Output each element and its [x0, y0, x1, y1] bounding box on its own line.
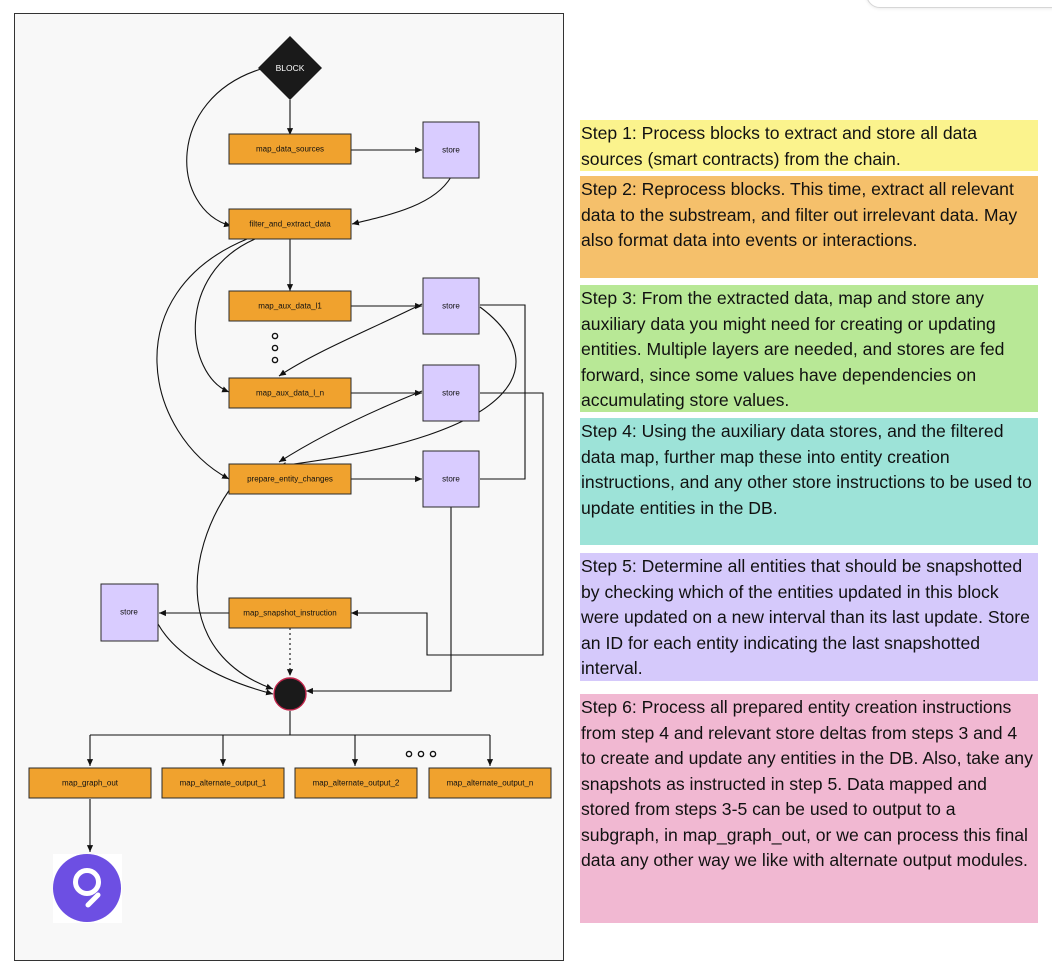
ellipsis-horizontal-icon — [405, 750, 437, 758]
edge-snapshot-store-to-join — [157, 623, 274, 696]
block-start-node: BLOCK — [258, 36, 322, 100]
node-map-graph-out: map_graph_out — [28, 767, 152, 799]
ellipsis-vertical-icon — [271, 332, 279, 364]
store-snapshot: store — [100, 583, 159, 642]
step-6-text: Step 6: Process all prepared entity crea… — [580, 694, 1038, 923]
store-label: store — [442, 389, 460, 398]
map-graph-out-label: map_graph_out — [62, 779, 119, 788]
edge-store-ln-to-snapshot — [351, 392, 544, 656]
pipeline-diagram: BLOCK map_data_sources filter_and_extrac… — [14, 13, 564, 961]
edge-filter-extract-to-prepare — [156, 238, 248, 480]
store-label: store — [442, 475, 460, 484]
map-snapshot-instruction-label: map_snapshot_instruction — [243, 609, 336, 618]
edge-filter-extract-to-aux-ln — [194, 238, 256, 393]
prepare-entity-changes-label: prepare_entity_changes — [247, 475, 333, 484]
edge-join-bus — [90, 711, 490, 736]
block-label: BLOCK — [276, 63, 305, 73]
edge-store-ln-to-prepare — [278, 390, 423, 463]
edge-store-l1-feedback — [480, 304, 526, 480]
map-data-sources-label: map_data_sources — [256, 145, 324, 154]
node-map-aux-data-l1: map_aux_data_l1 — [228, 290, 352, 322]
node-map-snapshot-instruction: map_snapshot_instruction — [228, 597, 352, 629]
map-alternate-output-1-label: map_alternate_output_1 — [180, 779, 267, 788]
node-map-aux-data-l-n: map_aux_data_l_n — [228, 377, 352, 409]
graph-logo-icon — [53, 854, 122, 923]
step-5-text: Step 5: Determine all entities that shou… — [580, 553, 1038, 681]
map-alternate-output-2-label: map_alternate_output_2 — [313, 779, 400, 788]
edge-prepare-to-join — [196, 488, 274, 690]
node-prepare-entity-changes: prepare_entity_changes — [228, 463, 352, 495]
node-filter-and-extract-data: filter_and_extract_data — [228, 208, 352, 240]
node-map-alternate-output-1: map_alternate_output_1 — [161, 767, 285, 799]
join-node — [273, 677, 307, 711]
edge-store-l1-to-prepare — [278, 306, 517, 469]
map-aux-data-l1-label: map_aux_data_l1 — [258, 302, 322, 311]
filter-and-extract-data-label: filter_and_extract_data — [249, 220, 331, 229]
edges — [86, 68, 544, 852]
store-label: store — [442, 302, 460, 311]
pipeline-diagram-canvas: BLOCK map_data_sources filter_and_extrac… — [28, 36, 552, 923]
store-label: store — [120, 608, 138, 617]
store-data-sources: store — [422, 121, 480, 179]
top-floating-panel — [866, 0, 1052, 8]
node-map-alternate-output-n: map_alternate_output_n — [428, 767, 552, 799]
step-1-text: Step 1: Process blocks to extract and st… — [580, 120, 1038, 171]
store-label: store — [442, 146, 460, 155]
edge-store-l1-to-aux-ln — [278, 303, 423, 377]
map-aux-data-l-n-label: map_aux_data_l_n — [256, 389, 324, 398]
node-map-data-sources: map_data_sources — [228, 133, 352, 165]
map-alternate-output-n-label: map_alternate_output_n — [447, 779, 534, 788]
edge-store-prepare-to-join — [306, 507, 452, 695]
step-2-text: Step 2: Reprocess blocks. This time, ext… — [580, 176, 1038, 278]
store-aux-data-l1: store — [422, 277, 480, 335]
edge-block-to-filter-extract — [186, 68, 262, 228]
store-prepare-entity: store — [422, 450, 480, 508]
store-aux-data-l-n: store — [422, 364, 480, 422]
step-3-text: Step 3: From the extracted data, map and… — [580, 285, 1038, 412]
node-map-alternate-output-2: map_alternate_output_2 — [294, 767, 418, 799]
edge-store-to-filter-extract — [351, 176, 452, 226]
step-4-text: Step 4: Using the auxiliary data stores,… — [580, 418, 1038, 545]
